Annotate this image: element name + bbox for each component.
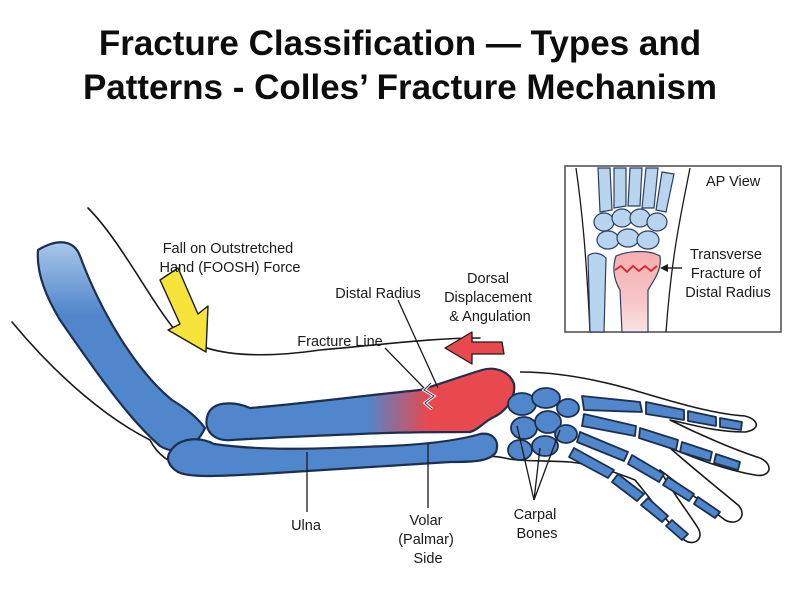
- leader-carpal-c: [533, 429, 561, 501]
- arm-outline-upper: [87, 207, 481, 356]
- label-carpal-bones: Carpal Bones: [514, 507, 561, 542]
- inset-carpal-bones: [593, 208, 668, 250]
- label-fracture-line: Fracture Line: [297, 334, 382, 350]
- label-distal-radius: Distal Radius: [335, 286, 420, 302]
- inset-ulna: [587, 252, 607, 333]
- leader-carpal-a: [516, 425, 535, 501]
- leader-fracture-line: [384, 347, 425, 389]
- inset-ap-view: AP View Transverse Fracture of Distal Ra…: [564, 165, 782, 333]
- dorsal-displacement-arrow: [444, 331, 505, 365]
- inset-wrist-outline-right: [665, 167, 691, 333]
- title-line-1: Fracture Classification — Types and: [98, 24, 702, 63]
- label-volar-side: Volar (Palmar) Side: [398, 513, 458, 567]
- inset-wrist-outline: [575, 167, 591, 333]
- leader-carpal-b: [533, 447, 541, 501]
- radius-bone: [205, 367, 516, 442]
- inset-fracture-line: [614, 264, 658, 274]
- humerus-bone: [36, 241, 207, 452]
- foosh-force-arrow: [159, 267, 209, 353]
- leader-distal-radius: [397, 299, 439, 389]
- label-fall-force: Fall on Outstretched Hand (FOOSH) Force: [160, 241, 301, 276]
- label-dorsal-displacement: Dorsal Displacement & Angulation: [444, 271, 536, 325]
- title-line-2: Patterns - Colles’ Fracture Mechanism: [82, 68, 718, 107]
- bones: [36, 241, 516, 478]
- label-ulna: Ulna: [291, 518, 322, 534]
- inset-view-label: AP View: [706, 174, 761, 190]
- inset-fracture-label: Transverse Fracture of Distal Radius: [685, 247, 770, 301]
- leader-lines: [306, 299, 561, 512]
- page-title: Fracture Classification — Types and Patt…: [0, 22, 800, 110]
- carpal-bones: [507, 387, 580, 461]
- fracture-zigzag-outline: [423, 382, 435, 410]
- ulna-bone: [167, 432, 499, 478]
- finger-bones: [568, 395, 743, 541]
